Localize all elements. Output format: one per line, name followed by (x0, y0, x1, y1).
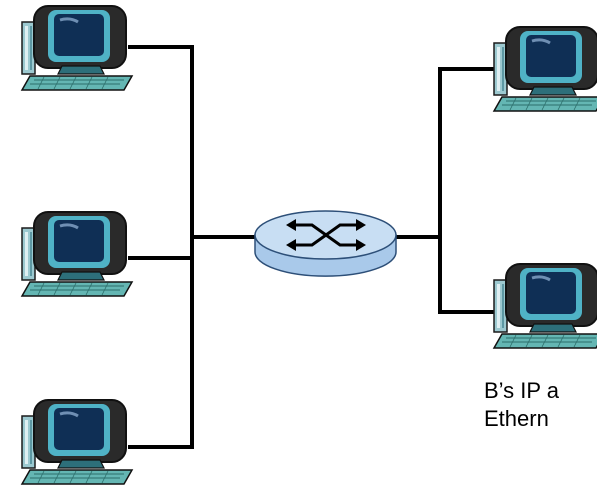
desktop-computer-icon (492, 25, 597, 113)
host-b-caption-line1: B’s IP a (484, 378, 560, 403)
desktop-computer-icon (20, 210, 134, 298)
link-left-bottom (128, 235, 194, 449)
router-icon (254, 210, 397, 277)
desktop-computer-icon (492, 262, 597, 350)
link-left-top (128, 45, 194, 239)
desktop-computer-icon (20, 4, 134, 92)
link-right-top (438, 67, 494, 314)
host-b-caption-line2: Ethern (484, 406, 549, 431)
network-links (128, 45, 494, 449)
desktop-computer-icon (20, 398, 134, 486)
